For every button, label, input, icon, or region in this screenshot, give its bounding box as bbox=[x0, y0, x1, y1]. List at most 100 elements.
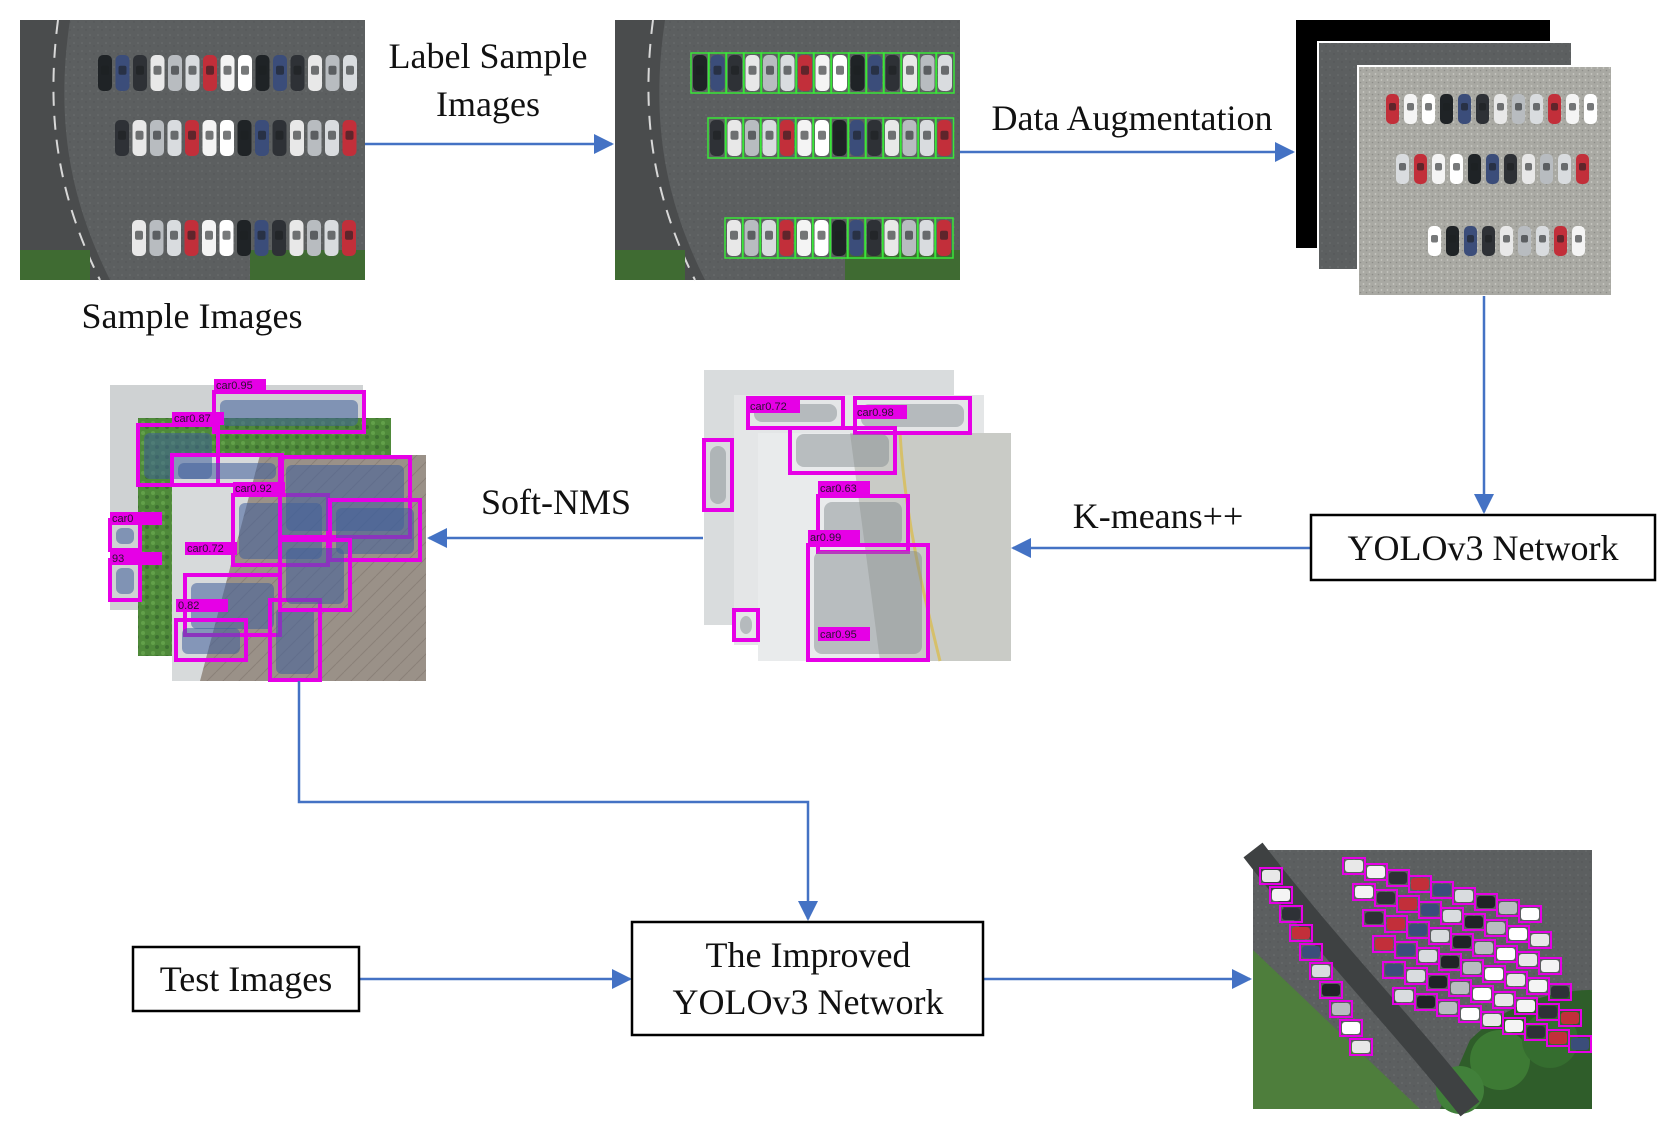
car-window bbox=[1557, 235, 1564, 243]
improved-yolo-label-line1: The Improved bbox=[706, 935, 911, 975]
car-shape bbox=[1529, 980, 1547, 992]
car-shape bbox=[1397, 944, 1415, 956]
car-window bbox=[731, 65, 739, 75]
car-window bbox=[1521, 235, 1528, 243]
car-shape bbox=[1441, 956, 1459, 968]
car-window bbox=[922, 230, 931, 240]
car-window bbox=[800, 230, 808, 240]
car-window bbox=[188, 65, 197, 75]
car-shape bbox=[1342, 1022, 1360, 1034]
car-window bbox=[293, 65, 302, 75]
car-shape bbox=[1409, 924, 1427, 936]
detection-box bbox=[788, 426, 897, 475]
car-window bbox=[906, 65, 914, 75]
car-window bbox=[871, 65, 879, 75]
detection-box bbox=[816, 494, 910, 554]
sample-image bbox=[20, 19, 365, 281]
car-window bbox=[135, 130, 144, 140]
car-shape bbox=[191, 583, 274, 629]
car-shape bbox=[1517, 1000, 1535, 1012]
car-window bbox=[923, 130, 931, 140]
car-window bbox=[748, 130, 756, 140]
car-bounding-box bbox=[934, 217, 954, 259]
detection-box bbox=[732, 608, 760, 642]
car-shape bbox=[1377, 892, 1395, 904]
car-shape bbox=[1461, 1008, 1479, 1020]
car-shape bbox=[1389, 872, 1407, 884]
car-window bbox=[801, 65, 809, 75]
detection-tag: car0.87 bbox=[174, 413, 211, 425]
detection-tag-bg bbox=[110, 552, 162, 565]
car-window bbox=[730, 130, 739, 140]
car-window bbox=[1399, 163, 1406, 171]
car-window bbox=[1449, 235, 1456, 243]
detection-tag: car0.95 bbox=[820, 629, 857, 641]
detection-tag: 93 bbox=[112, 553, 124, 565]
car-window bbox=[1587, 103, 1594, 111]
car-window bbox=[205, 230, 213, 240]
car-window bbox=[765, 130, 774, 140]
car-window bbox=[153, 65, 162, 75]
car-shape bbox=[1549, 1032, 1567, 1044]
car-window bbox=[1503, 235, 1510, 243]
car-shape bbox=[1507, 974, 1525, 986]
car-shape bbox=[1417, 996, 1435, 1008]
detection-box bbox=[806, 543, 930, 662]
car-shape bbox=[276, 608, 314, 674]
car-window bbox=[135, 230, 143, 240]
car-window bbox=[327, 230, 336, 240]
car-shape bbox=[1322, 984, 1340, 996]
car-window bbox=[292, 230, 301, 240]
car-window bbox=[1515, 103, 1522, 111]
car-window bbox=[1575, 235, 1582, 243]
car-window bbox=[275, 230, 283, 240]
car-window bbox=[696, 65, 704, 75]
car-window bbox=[1569, 103, 1576, 111]
car-shape bbox=[1345, 860, 1363, 872]
detection-tag: 0.82 bbox=[178, 600, 199, 612]
car-window bbox=[870, 230, 878, 240]
car-shape bbox=[1421, 904, 1439, 916]
car-shape bbox=[1443, 910, 1461, 922]
car-window bbox=[153, 130, 161, 140]
car-window bbox=[171, 65, 179, 75]
car-window bbox=[765, 230, 773, 240]
detection-tag-bg bbox=[176, 599, 228, 612]
car-shape bbox=[1497, 948, 1515, 960]
car-window bbox=[222, 230, 231, 240]
car-window bbox=[1543, 163, 1550, 171]
car-shape bbox=[1429, 976, 1447, 988]
car-bounding-box bbox=[935, 52, 955, 94]
car-shape bbox=[1385, 964, 1403, 976]
detection-tag-bg bbox=[185, 542, 237, 555]
detection-box bbox=[1319, 981, 1343, 999]
car-shape bbox=[1495, 994, 1513, 1006]
car-shape bbox=[182, 628, 240, 654]
detection-tag-bg bbox=[855, 405, 907, 419]
detection-tag-bg bbox=[748, 399, 800, 413]
car-window bbox=[346, 65, 354, 75]
car-shape bbox=[1487, 922, 1505, 934]
car-shape bbox=[1453, 936, 1471, 948]
car-window bbox=[1431, 235, 1438, 243]
car-window bbox=[223, 130, 231, 140]
detection-box bbox=[1279, 905, 1303, 923]
car-shape bbox=[336, 508, 414, 554]
car-window bbox=[940, 230, 948, 240]
car-window bbox=[1533, 103, 1540, 111]
car-shape bbox=[178, 463, 276, 479]
car-window bbox=[170, 230, 178, 240]
detection-tag-bg bbox=[818, 481, 870, 495]
car-window bbox=[345, 230, 353, 240]
detection-box bbox=[1518, 905, 1542, 923]
improved-yolo-label-line2: YOLOv3 Network bbox=[673, 982, 944, 1022]
car-window bbox=[817, 230, 826, 240]
detection-tag: car0.72 bbox=[187, 543, 224, 555]
car-window bbox=[730, 230, 738, 240]
detection-tag: ar0.99 bbox=[810, 532, 841, 544]
car-window bbox=[836, 65, 844, 75]
car-window bbox=[101, 65, 109, 75]
sample-images-label: Sample Images bbox=[82, 296, 303, 336]
